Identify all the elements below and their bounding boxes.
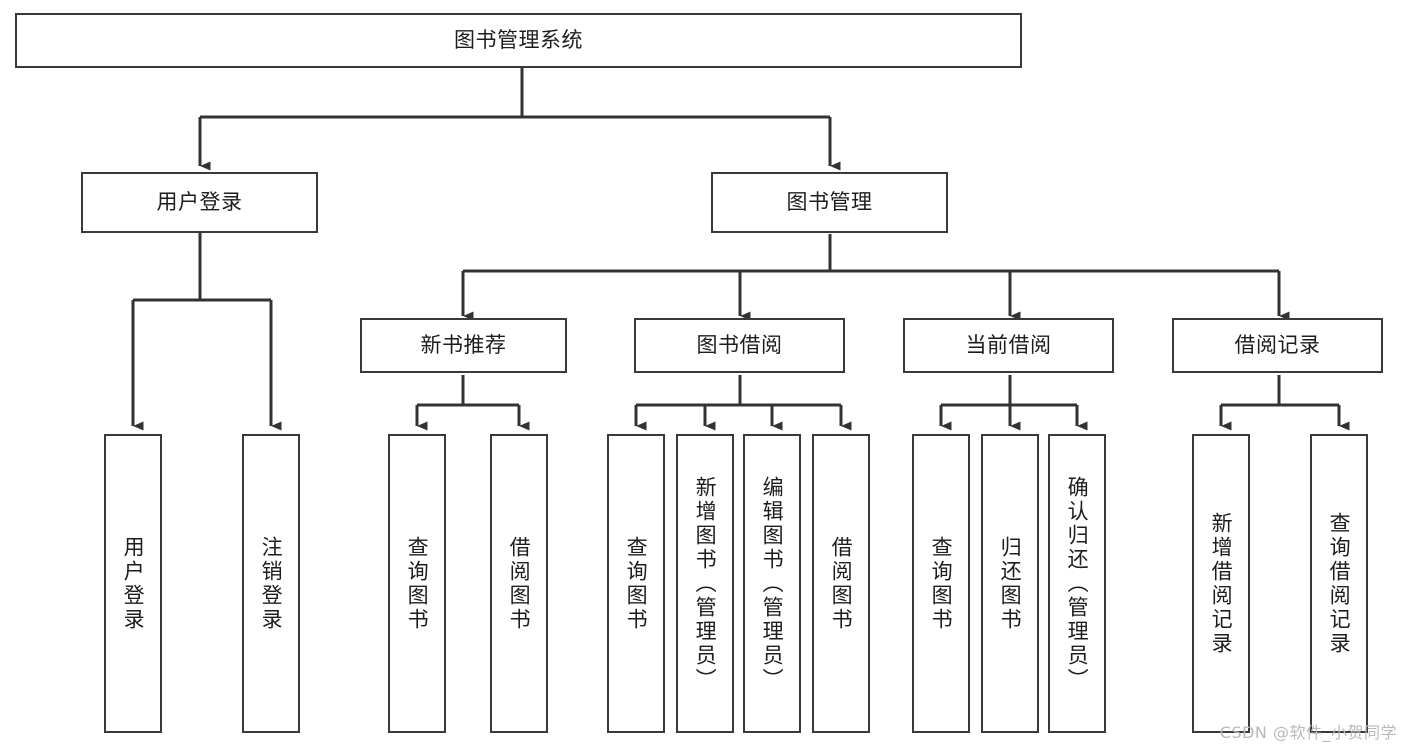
node-label: 新增借阅记录 <box>1209 511 1234 656</box>
node-label: 新增图书（管理员） <box>693 475 718 692</box>
node-label: 借阅记录 <box>1234 332 1321 357</box>
node-user-login[interactable]: 用户登录 <box>81 172 318 233</box>
node-label: 图书管理 <box>786 189 873 214</box>
node-label: 用户登录 <box>156 189 243 214</box>
node-label: 图书借阅 <box>696 332 783 357</box>
node-label: 编辑图书（管理员） <box>760 475 785 692</box>
node-leaf-add-book-admin[interactable]: 新增图书（管理员） <box>676 434 734 733</box>
node-label: 新书推荐 <box>420 332 507 357</box>
node-label: 图书管理系统 <box>454 27 583 52</box>
node-leaf-borrow-book[interactable]: 借阅图书 <box>812 434 870 733</box>
node-label: 查询图书 <box>405 535 430 632</box>
node-leaf-borrow-book-recommend[interactable]: 借阅图书 <box>490 434 548 733</box>
node-leaf-add-borrow-record[interactable]: 新增借阅记录 <box>1192 434 1250 733</box>
node-leaf-query-book-borrow[interactable]: 查询图书 <box>607 434 665 733</box>
node-label: 查询借阅记录 <box>1327 511 1352 656</box>
node-label: 查询图书 <box>929 535 954 632</box>
node-label: 归还图书 <box>998 535 1023 632</box>
node-label: 确认归还（管理员） <box>1065 475 1090 692</box>
node-leaf-query-book-recommend[interactable]: 查询图书 <box>388 434 446 733</box>
node-leaf-return-book[interactable]: 归还图书 <box>981 434 1039 733</box>
node-label: 查询图书 <box>624 535 649 632</box>
node-new-book-recommend[interactable]: 新书推荐 <box>360 318 567 373</box>
node-book-borrow[interactable]: 图书借阅 <box>634 318 845 373</box>
node-borrow-record[interactable]: 借阅记录 <box>1172 318 1383 373</box>
node-leaf-logout-login[interactable]: 注销登录 <box>242 434 300 733</box>
node-leaf-query-book-current[interactable]: 查询图书 <box>912 434 970 733</box>
node-root-book-management-system[interactable]: 图书管理系统 <box>15 13 1022 68</box>
node-leaf-query-borrow-record[interactable]: 查询借阅记录 <box>1310 434 1368 733</box>
node-label: 用户登录 <box>121 535 146 632</box>
node-leaf-confirm-return-admin[interactable]: 确认归还（管理员） <box>1048 434 1106 733</box>
node-label: 当前借阅 <box>965 332 1052 357</box>
node-label: 注销登录 <box>259 535 284 632</box>
node-book-management[interactable]: 图书管理 <box>711 172 948 233</box>
node-leaf-edit-book-admin[interactable]: 编辑图书（管理员） <box>743 434 801 733</box>
node-leaf-user-login[interactable]: 用户登录 <box>104 434 162 733</box>
node-current-borrow[interactable]: 当前借阅 <box>903 318 1114 373</box>
node-label: 借阅图书 <box>829 535 854 632</box>
node-label: 借阅图书 <box>507 535 532 632</box>
